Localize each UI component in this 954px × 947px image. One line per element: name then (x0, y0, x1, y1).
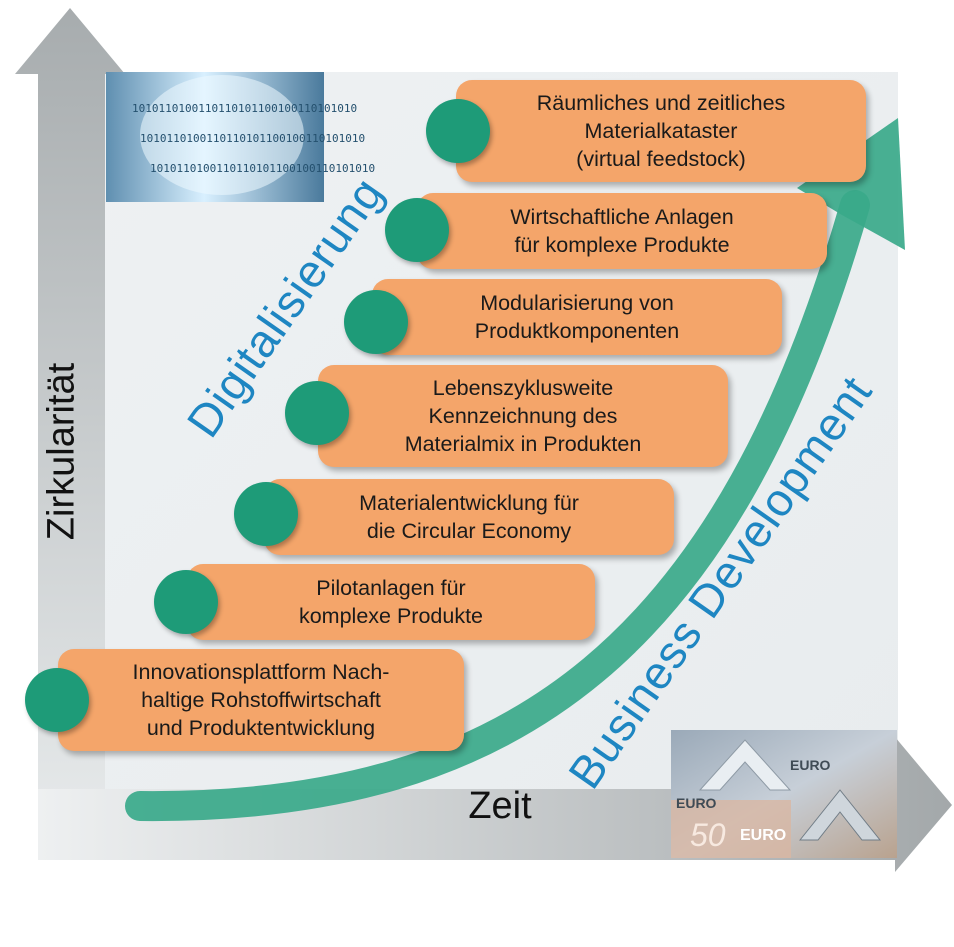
step-dot-4 (285, 381, 349, 445)
x-axis-label: Zeit (468, 785, 532, 827)
step-dot-1 (25, 668, 89, 732)
step-box-7: Räumliches und zeitliches Materialkatast… (456, 80, 866, 182)
step-box-2: Pilotanlagen für komplexe Produkte (187, 564, 595, 640)
step-box-6: Wirtschaftliche Anlagen für komplexe Pro… (417, 193, 827, 269)
step-text-6: Wirtschaftliche Anlagen für komplexe Pro… (510, 205, 734, 257)
step-text-2: Pilotanlagen für komplexe Produkte (298, 576, 484, 628)
step-text-3: Materialentwicklung für die Circular Eco… (359, 491, 579, 543)
step-text-5: Modularisierung von Produktkomponenten (474, 291, 680, 343)
step-box-5: Modularisierung von Produktkomponenten (372, 279, 782, 355)
step-box-4: Lebenszyklusweite Kennzeichnung des Mate… (318, 365, 728, 467)
y-axis-label: Zirkularität (40, 362, 83, 541)
step-dot-2 (154, 570, 218, 634)
euro-text-1: EURO (676, 795, 717, 811)
step-dot-5 (344, 290, 408, 354)
binary-text: 1010110100110110101100100110101010 (132, 102, 357, 115)
step-text-7: Räumliches und zeitliches Materialkatast… (536, 91, 786, 171)
step-dot-7 (426, 99, 490, 163)
step-box-3: Materialentwicklung für die Circular Eco… (264, 479, 674, 555)
step-box-1: Innovationsplattform Nach- haltige Rohst… (58, 649, 464, 751)
binary-text-2: 1010110100110110101100100110101010 (140, 132, 365, 145)
step-text-4: Lebenszyklusweite Kennzeichnung des Mate… (404, 376, 642, 456)
euro-text-3: EURO (740, 827, 786, 844)
euro-amount: 50 (690, 817, 726, 853)
binary-text-3: 1010110100110110101100100110101010 (150, 162, 375, 175)
y-axis-arrow (15, 8, 125, 860)
step-text-1: Innovationsplattform Nach- haltige Rohst… (132, 660, 390, 740)
euro-text-2: EURO (790, 757, 831, 773)
step-dot-6 (385, 198, 449, 262)
step-dot-3 (234, 482, 298, 546)
